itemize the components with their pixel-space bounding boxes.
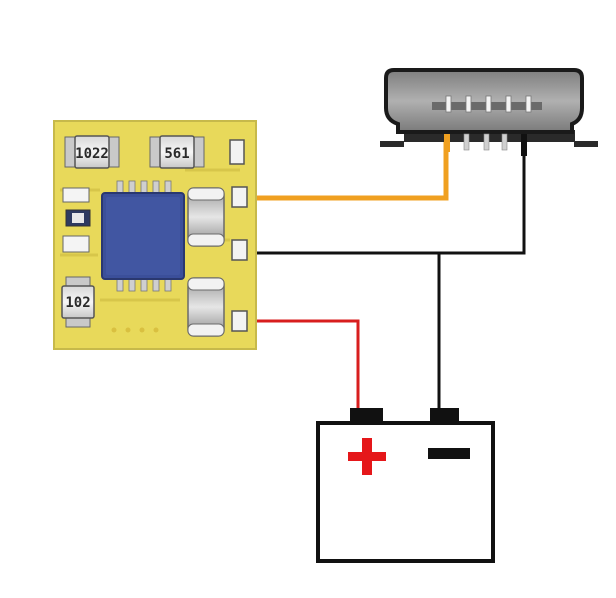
pcb-module: 1022 561: [53, 120, 257, 350]
signal-wire: [246, 138, 449, 201]
solder-dots: [111, 327, 159, 333]
resistor-top-right: 561: [149, 135, 205, 169]
pad-positive: [231, 310, 248, 332]
usb-pins: [444, 133, 527, 156]
resistor-top-right-label: 561: [164, 146, 189, 162]
usb-connector: [380, 68, 598, 156]
capacitor-bottom: [187, 277, 225, 337]
battery-minus-sign: [428, 448, 470, 459]
smd-small-left-1: [62, 187, 90, 203]
battery-body: [316, 421, 495, 563]
battery-terminal-positive: [350, 408, 383, 424]
battery: [316, 408, 495, 563]
capacitor-top: [187, 187, 225, 247]
battery-plus-sign: [348, 438, 386, 475]
ground-wire-to-pcb: [247, 140, 526, 255]
resistor-bottom-left: 102: [61, 276, 95, 328]
wires: [246, 138, 526, 412]
resistor-top-left-label: 1022: [75, 146, 109, 162]
resistor-bottom-left-label: 102: [65, 295, 90, 311]
pad-signal: [231, 186, 248, 208]
smd-small-left-2: [62, 235, 90, 253]
resistor-top-left: 1022: [64, 135, 120, 169]
positive-wire: [247, 319, 360, 412]
pad-ground: [231, 239, 248, 261]
battery-terminal-negative: [430, 408, 459, 424]
ic-chip: [101, 180, 185, 292]
smd-small-top: [229, 139, 245, 165]
